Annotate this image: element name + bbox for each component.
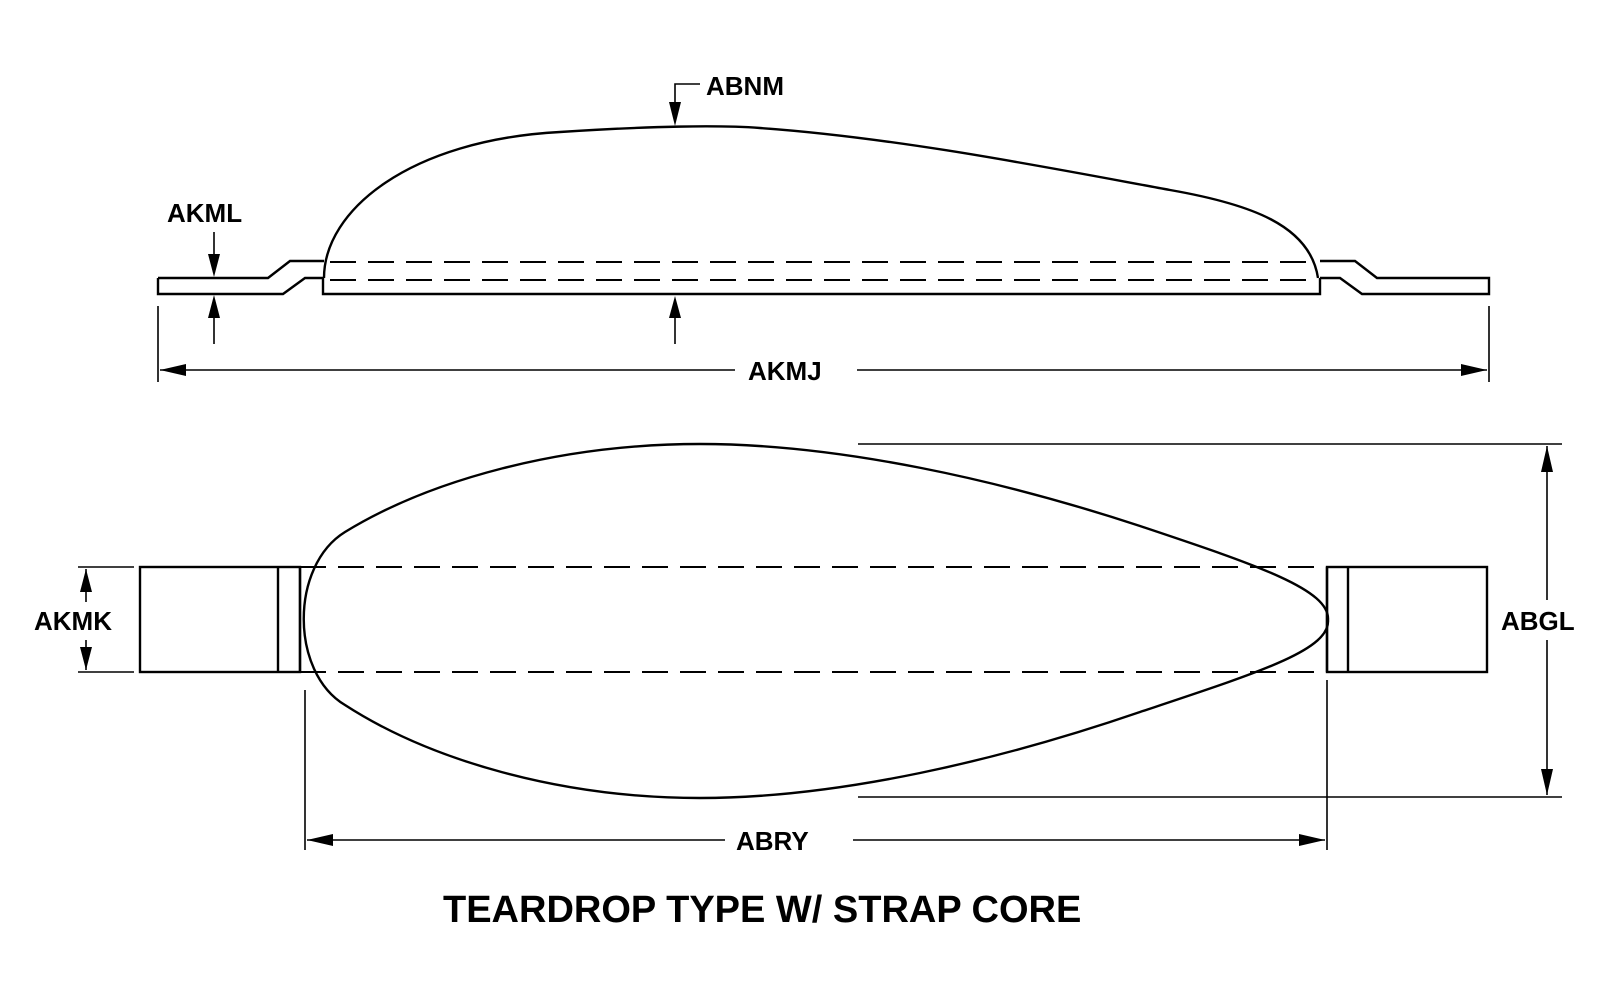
abry-label: ABRY — [736, 826, 809, 856]
plan-strap-right — [1325, 565, 1489, 674]
abgl-label: ABGL — [1501, 606, 1575, 636]
abgl-arrow-bottom — [1541, 769, 1553, 795]
akmj-arrow-left — [160, 364, 186, 376]
abnm-leader — [674, 83, 700, 104]
diagram-caption: TEARDROP TYPE W/ STRAP CORE — [443, 889, 1081, 931]
akml-label: AKML — [167, 198, 242, 228]
akmj-arrow-right — [1461, 364, 1487, 376]
akmk-label: AKMK — [34, 606, 112, 636]
abnm-label: ABNM — [706, 71, 784, 101]
abgl-arrow-top — [1541, 446, 1553, 472]
plan-strap-left — [138, 565, 302, 674]
akmj-label: AKMJ — [748, 356, 822, 386]
akml-top-arrow — [208, 254, 220, 277]
abnm-arrow — [669, 102, 681, 126]
akmk-arrow-bottom — [80, 647, 92, 670]
plan-teardrop-body — [302, 442, 1330, 800]
akml-bottom-arrow — [208, 295, 220, 318]
side-view: ABNM AKML AKMJ — [156, 71, 1491, 386]
side-teardrop-body — [322, 125, 1320, 279]
abry-arrow-left — [307, 834, 333, 846]
akmk-arrow-top — [80, 569, 92, 592]
plan-view: AKMK ABGL ABRY — [34, 442, 1575, 856]
abnm-bottom-arrow — [669, 296, 681, 318]
side-strap-top-edge — [158, 259, 1491, 296]
side-strap-bottom-edge — [156, 276, 1322, 296]
abry-arrow-right — [1299, 834, 1325, 846]
